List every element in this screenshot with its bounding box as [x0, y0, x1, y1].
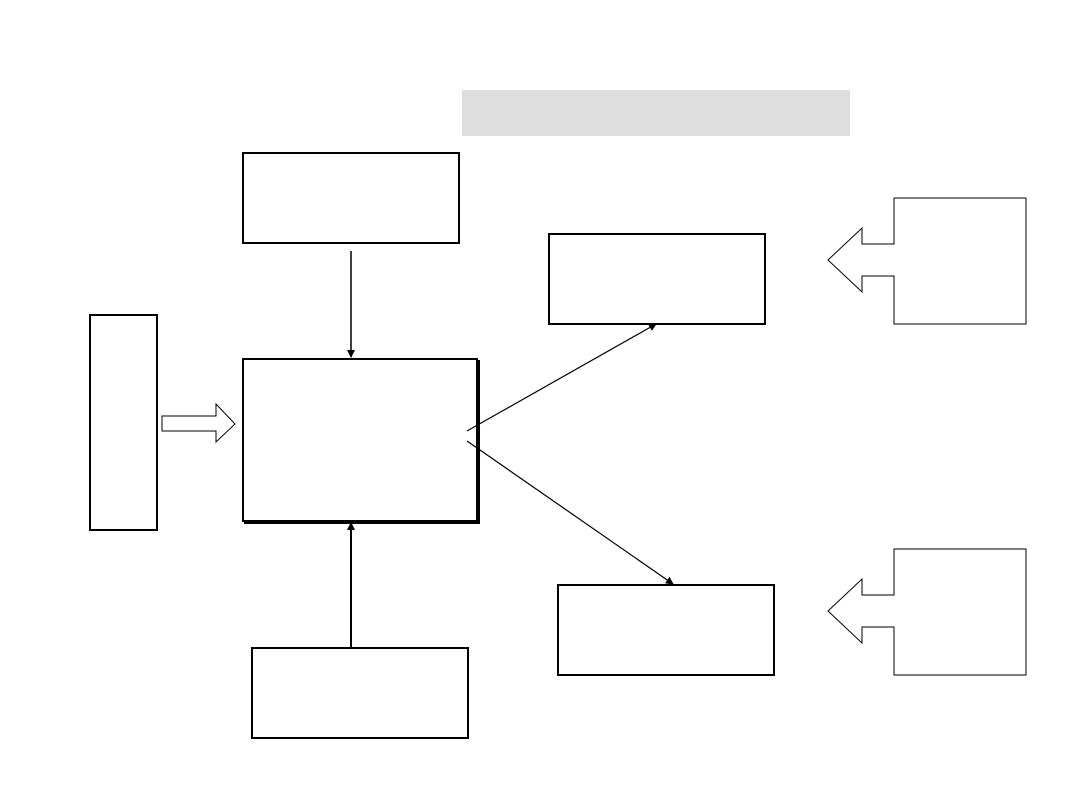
center-to-lower-right-arrow — [466, 440, 674, 585]
center-box-shape — [242, 358, 478, 522]
far-right-upper-callout — [827, 197, 1027, 325]
bottom-box-shape — [251, 647, 469, 739]
center-box — [242, 358, 480, 524]
far-right-upper-callout-shape — [827, 197, 1027, 325]
left-box — [89, 314, 158, 531]
top-box-shape — [242, 152, 460, 244]
upper-right-box — [548, 233, 766, 325]
lower-right-box — [557, 584, 775, 676]
lower-right-box-shape — [557, 584, 775, 676]
left-box-shape — [89, 314, 158, 531]
far-right-lower-callout-shape — [827, 548, 1027, 676]
upper-right-box-shape — [548, 233, 766, 325]
top-box — [242, 152, 460, 244]
bottom-box — [251, 647, 469, 739]
title-bar — [462, 90, 850, 136]
left-to-center-block-arrow — [161, 402, 236, 444]
far-right-lower-callout — [827, 548, 1027, 676]
center-to-upper-right-arrow — [466, 323, 657, 432]
title-bar-background — [462, 90, 850, 136]
